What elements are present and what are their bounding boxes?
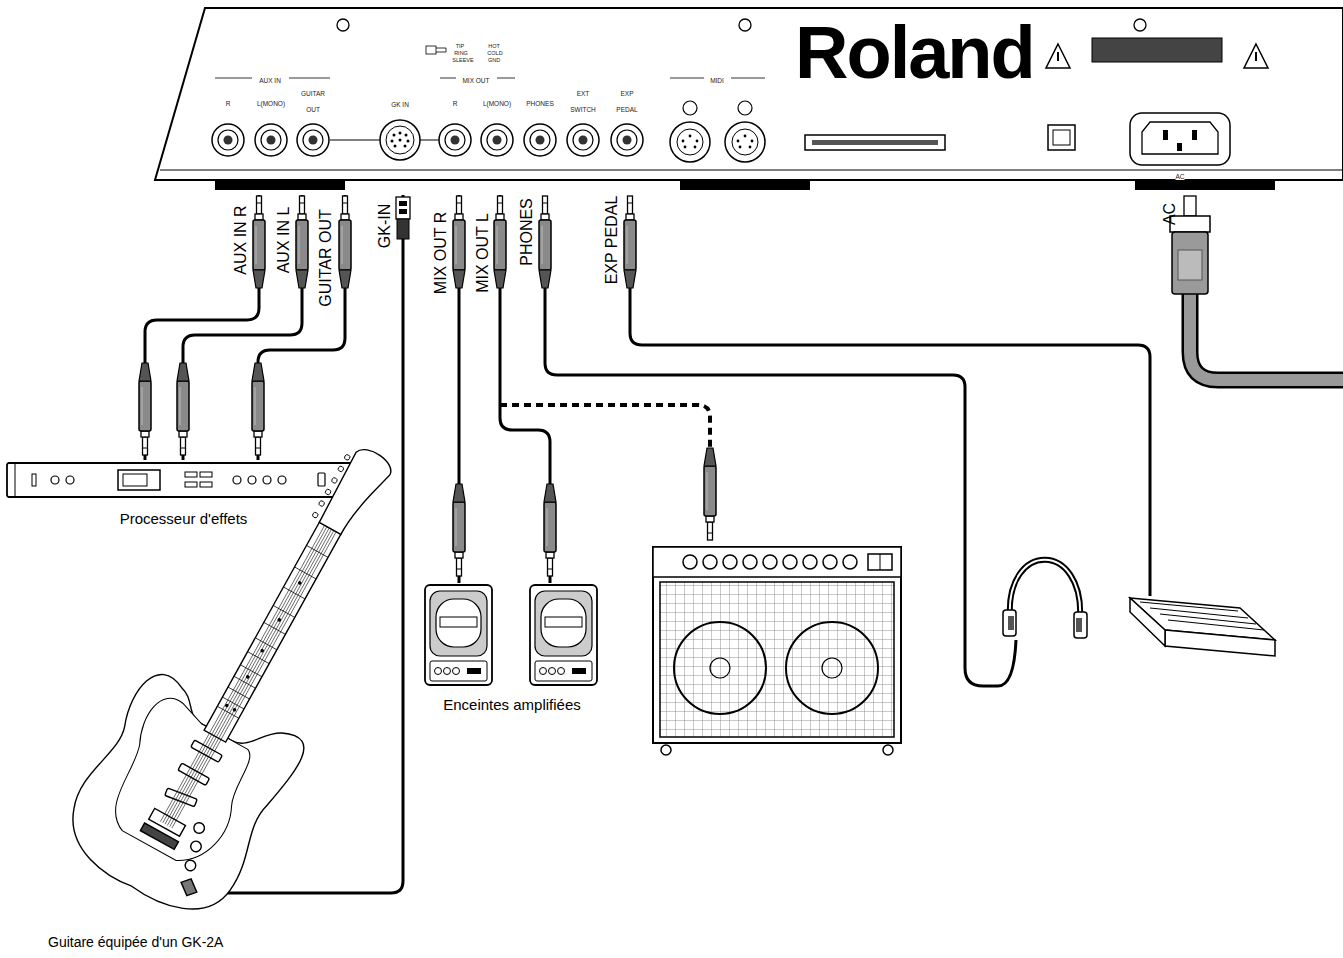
panel-marking: EXP PEDAL: [612, 83, 642, 115]
cable-name: AC: [1161, 203, 1178, 225]
cable-label: EXP PEDAL: [604, 196, 620, 285]
panel-marking: GUITAR OUT: [298, 83, 328, 115]
panel-marking: R: [226, 93, 231, 109]
cable-label: MIX OUT L: [475, 213, 491, 293]
cable-name: MIX OUT R: [432, 212, 449, 294]
jack-name: AC: [1175, 173, 1184, 180]
cable-name: AUX IN L: [275, 207, 292, 274]
panel-marking: TIP: [456, 35, 465, 51]
panel-marking: L(MONO): [257, 93, 285, 109]
cable-name: PHONES: [518, 198, 535, 266]
pedal-cable: [630, 288, 1150, 596]
panel-marking: L(MONO): [483, 93, 511, 109]
text-holder: Roland: [795, 12, 1034, 93]
cable-name: EXP PEDAL: [603, 196, 620, 285]
powered-speakers: Enceintes amplifiées: [422, 583, 602, 717]
cable: [258, 195, 345, 460]
panel-marking: HOT: [488, 35, 500, 51]
jack-name: TIP: [456, 43, 465, 49]
jack-name: L(MONO): [483, 100, 511, 107]
gk-guitar: Guitare équipée d'un GK-2A: [40, 455, 362, 955]
cable-name: MIX OUT L: [474, 213, 491, 293]
gk-connector: [396, 197, 410, 239]
expression-pedal: [1130, 598, 1275, 656]
device-caption: Guitare équipée d'un GK-2A: [48, 934, 223, 950]
panel-marking: GND: [488, 49, 500, 65]
rear-panel: Roland: [150, 0, 1343, 195]
amp-dashed-cable: [500, 405, 716, 540]
guitar-amplifier: [653, 547, 901, 755]
cable-name: GK-IN: [376, 204, 393, 248]
jack-name: GUITAR OUT: [301, 90, 325, 113]
panel-marking: GK IN: [391, 94, 409, 110]
cable: [500, 195, 550, 583]
cable-name: AUX IN R: [232, 205, 249, 274]
panel-marking: EXT SWITCH: [568, 83, 598, 115]
panel-marking: COLD: [487, 42, 502, 58]
jack-name: EXT SWITCH: [570, 90, 596, 113]
cable-name: GUITAR OUT: [317, 209, 334, 306]
cable-label: PHONES: [519, 198, 535, 266]
panel-marking: SLEEVE: [452, 49, 473, 65]
panel-marking: AC: [1175, 166, 1184, 182]
jack-name: GND: [488, 57, 500, 63]
rear-panel-drawing: [150, 0, 1343, 195]
text-holder: Guitare équipée d'un GK-2A: [48, 933, 223, 951]
cable-label: GUITAR OUT: [318, 209, 334, 306]
jack-name: R: [226, 100, 231, 107]
jack-name: MIX OUT: [462, 77, 489, 84]
panel-marking: PHONES: [526, 93, 553, 109]
device-caption: Processeur d'effets: [120, 510, 248, 527]
panel-marking: RING: [454, 42, 468, 58]
cable-label: GK-IN: [377, 204, 393, 248]
panel-marking: AUX IN: [259, 70, 281, 86]
jack-name: GK IN: [391, 101, 409, 108]
jack-name: PHONES: [526, 100, 553, 107]
cable: [145, 195, 259, 460]
panel-marking: MIX OUT: [462, 70, 489, 86]
panel-marking: MIDI: [710, 70, 724, 86]
jack-name: L(MONO): [257, 100, 285, 107]
guitar-drawing: [40, 455, 362, 955]
jack-name: SLEEVE: [452, 57, 473, 63]
jack-name: AUX IN: [259, 77, 281, 84]
cable-label: MIX OUT R: [433, 212, 449, 294]
device-caption: Enceintes amplifiées: [443, 696, 581, 713]
cable-label: AC: [1162, 203, 1178, 225]
text-holder: Enceintes amplifiées: [422, 696, 602, 714]
cable: [362, 195, 403, 893]
text-holder: Processeur d'effets: [5, 510, 362, 528]
jack-name: R: [453, 100, 458, 107]
ac-cable: [1170, 196, 1343, 380]
cable: [183, 195, 302, 460]
effects-processor: Processeur d'effets: [5, 460, 362, 532]
cable-label: AUX IN L: [276, 207, 292, 274]
jack-name: RING: [454, 50, 468, 56]
headphones: [1003, 560, 1087, 638]
panel-marking: R: [453, 93, 458, 109]
jack-name: MIDI: [710, 77, 724, 84]
jack-name: HOT: [488, 43, 500, 49]
jack-name: COLD: [487, 50, 502, 56]
brand-logo: Roland: [795, 11, 1034, 94]
jack-name: EXP PEDAL: [616, 90, 637, 113]
cable-label: AUX IN R: [233, 205, 249, 274]
